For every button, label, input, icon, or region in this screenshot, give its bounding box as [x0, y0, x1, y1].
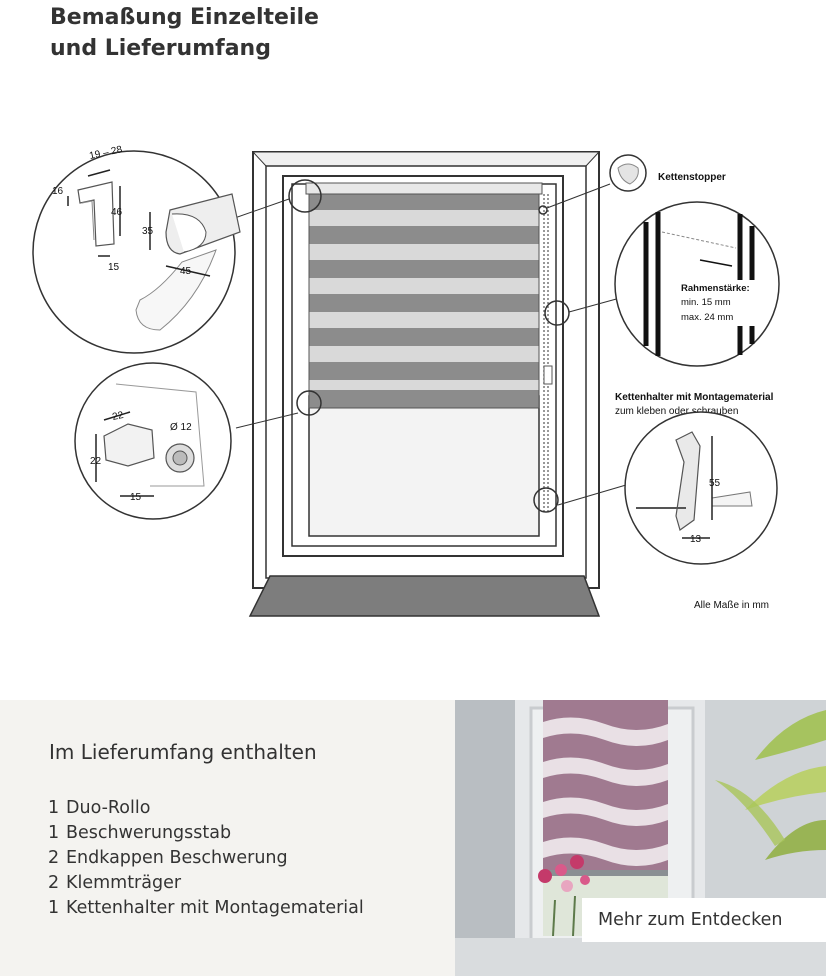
photo-blind [543, 700, 668, 876]
delivery-title: Im Lieferumfang enthalten [49, 740, 317, 764]
chain-holder-height-dim: 55 [709, 478, 721, 489]
clamp-bracket-detail: 19 – 28 16 46 15 35 45 [32, 144, 241, 354]
list-item: 2 Endkappen Beschwerung [48, 846, 364, 871]
item-label: Duo-Rollo [66, 798, 151, 818]
list-item: 1 Duo-Rollo [48, 796, 364, 821]
chain-holder-subtitle: zum kleben oder schrauben [615, 406, 738, 417]
end-cap-height-dim: 22 [90, 456, 102, 467]
item-qty: 2 [48, 848, 60, 868]
page-title: Bemaßung Einzelteile und Lieferumfang [50, 2, 319, 64]
discover-more-button[interactable]: Mehr zum Entdecken [582, 898, 826, 942]
end-cap-width-dim: 22 [111, 410, 125, 423]
profile-width-dim: 45 [180, 266, 192, 277]
clamp-base-dim: 15 [108, 262, 120, 273]
weight-bar-diameter-dim: Ø 12 [170, 422, 192, 433]
item-qty: 1 [48, 798, 60, 818]
frame-thickness-max: max. 24 mm [681, 312, 733, 323]
clamp-depth-dim: 16 [52, 186, 64, 197]
frame-thickness-title: Rahmenstärke: [681, 283, 750, 294]
page-title-line-2: und Lieferumfang [50, 36, 271, 61]
photo-plant [715, 710, 826, 860]
item-label: Kettenhalter mit Montagematerial [66, 898, 364, 918]
end-cap-detail: 22 22 Ø 12 15 [74, 362, 232, 520]
list-item: 1 Beschwerungsstab [48, 821, 364, 846]
profile-height-dim: 35 [142, 226, 154, 237]
item-qty: 1 [48, 823, 60, 843]
chain-holder-title: Kettenhalter mit Montagematerial [615, 392, 774, 403]
page-title-line-1: Bemaßung Einzelteile [50, 5, 319, 30]
end-cap-base-dim: 15 [130, 492, 142, 503]
units-note: Alle Maße in mm [694, 600, 769, 611]
list-item: 2 Klemmträger [48, 871, 364, 896]
clamp-height-dim: 46 [111, 207, 123, 218]
frame-thickness-detail: Rahmenstärke: min. 15 mm max. 24 mm [614, 201, 780, 367]
frame-thickness-min: min. 15 mm [681, 297, 731, 308]
chain-stopper-detail: Kettenstopper [609, 154, 726, 192]
item-label: Beschwerungsstab [66, 823, 232, 843]
chain-holder-width-dim: 13 [690, 534, 702, 545]
window-illustration [228, 151, 627, 617]
chain-holder-detail: Kettenhalter mit Montagematerial zum kle… [615, 392, 778, 565]
item-label: Klemmträger [66, 873, 182, 893]
list-item: 1 Kettenhalter mit Montagematerial [48, 896, 364, 921]
blind-fabric [308, 193, 540, 409]
item-label: Endkappen Beschwerung [66, 848, 288, 868]
item-qty: 2 [48, 873, 60, 893]
chain-stopper-label: Kettenstopper [658, 172, 726, 183]
dimension-diagram: 19 – 28 16 46 15 35 45 22 22 Ø 12 15 Ket… [32, 144, 780, 617]
photo-flowers [538, 855, 590, 937]
item-qty: 1 [48, 898, 60, 918]
